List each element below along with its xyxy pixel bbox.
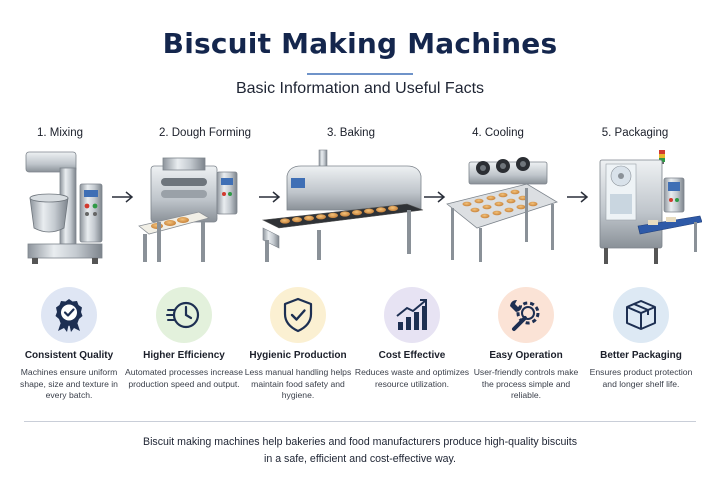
- benefit-desc-cost: Reduces waste and optimizes resource uti…: [354, 367, 470, 389]
- step-label-packaging: 5. Packaging: [601, 127, 669, 139]
- tools-gear-icon: [498, 287, 554, 343]
- step-label-dough-forming: 2. Dough Forming: [158, 127, 252, 139]
- baking-oven-image: [261, 149, 424, 262]
- benefit-title-hygiene: Hygienic Production: [249, 350, 347, 361]
- footer-line-2: in a safe, efficient and cost-effective …: [264, 452, 456, 465]
- benefit-desc-hygiene: Less manual handling helps maintain food…: [244, 367, 352, 401]
- mixer-machine-image: [25, 151, 103, 264]
- benefit-title-packaging: Better Packaging: [600, 350, 682, 361]
- footer-line-1: Biscuit making machines help bakeries an…: [143, 436, 577, 448]
- step-label-baking: 3. Baking: [327, 127, 375, 139]
- benefit-desc-operation: User-friendly controls make the process …: [473, 367, 579, 401]
- quality-badge-icon: [41, 287, 97, 343]
- footer-divider: [24, 421, 696, 422]
- clock-icon: [156, 287, 212, 343]
- step-label-cooling: 4. Cooling: [472, 127, 524, 139]
- arrow-right-icon: [112, 191, 134, 203]
- cooling-conveyor-image: [446, 157, 558, 262]
- packaging-machine-image: [599, 150, 702, 264]
- bar-chart-icon: [384, 287, 440, 343]
- benefit-title-efficiency: Higher Efficiency: [143, 350, 225, 361]
- step-label-mixing: 1. Mixing: [36, 127, 84, 139]
- benefit-title-quality: Consistent Quality: [24, 350, 114, 361]
- arrow-right-icon: [567, 191, 589, 203]
- shield-check-icon: [270, 287, 326, 343]
- benefit-title-operation: Easy Operation: [489, 350, 563, 361]
- benefit-desc-quality: Machines ensure uniform shape, size and …: [20, 367, 118, 401]
- page-title: Biscuit Making Machines: [162, 27, 558, 60]
- page-subtitle: Basic Information and Useful Facts: [235, 80, 485, 97]
- title-underline: [307, 73, 413, 75]
- benefit-desc-efficiency: Automated processes increase production …: [125, 367, 243, 389]
- benefit-title-cost: Cost Effective: [378, 350, 446, 361]
- dough-former-image: [138, 157, 238, 262]
- package-box-icon: [613, 287, 669, 343]
- arrow-right-icon: [259, 191, 281, 203]
- benefit-desc-packaging: Ensures product protection and longer sh…: [589, 367, 693, 389]
- arrow-right-icon: [424, 191, 446, 203]
- footer-text: Biscuit making machines help bakeries an…: [0, 434, 720, 468]
